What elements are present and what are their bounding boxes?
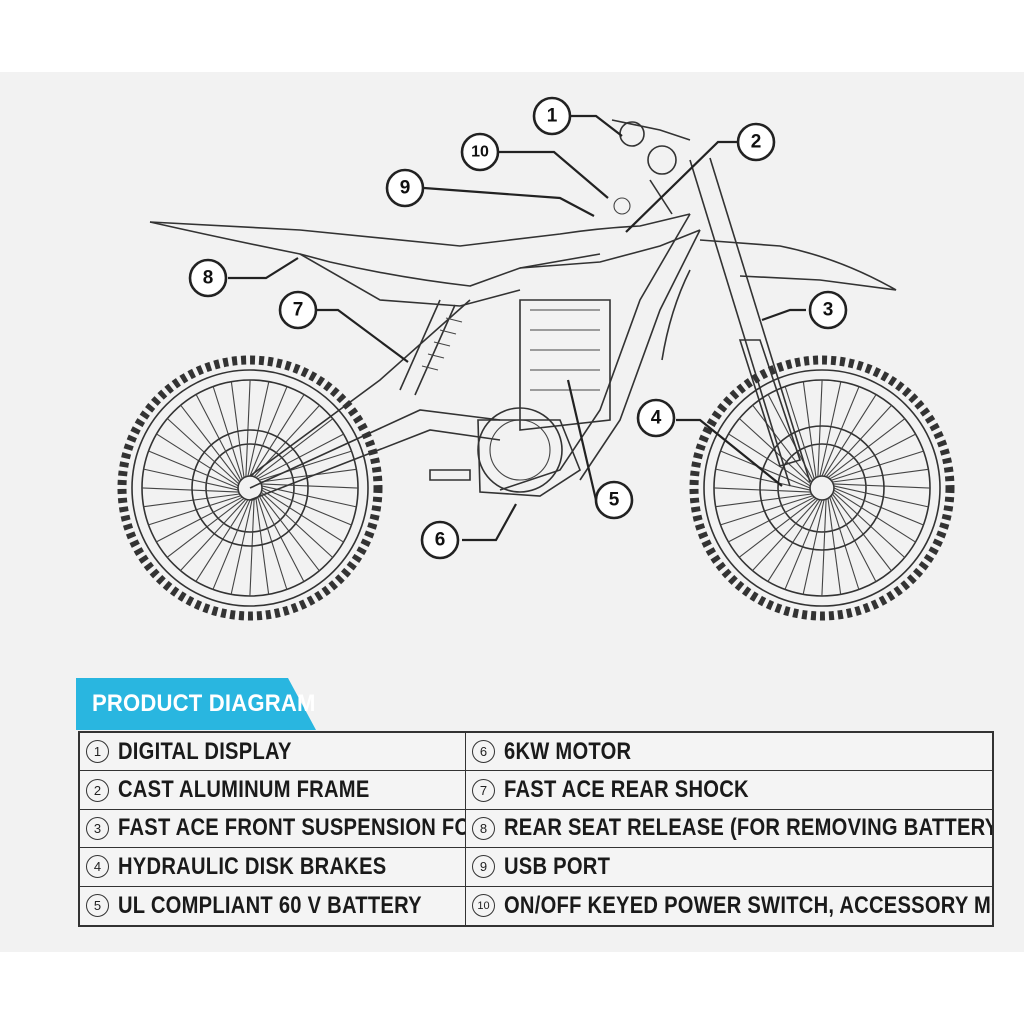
legend-label: UL COMPLIANT 60 V BATTERY <box>118 891 422 919</box>
callout-4: 4 <box>636 398 676 438</box>
callout-3: 3 <box>808 290 848 330</box>
legend-number: 4 <box>86 855 109 879</box>
legend-item-1: 1 DIGITAL DISPLAY <box>80 733 466 772</box>
svg-text:9: 9 <box>400 178 411 199</box>
section-title: PRODUCT DIAGRAM <box>92 690 316 717</box>
legend-item-2: 2 CAST ALUMINUM FRAME <box>80 771 466 810</box>
svg-text:4: 4 <box>651 408 662 429</box>
legend-label: CAST ALUMINUM FRAME <box>118 776 370 804</box>
svg-text:1: 1 <box>547 106 558 127</box>
legend-label: ON/OFF KEYED POWER SWITCH, ACCESSORY MOD… <box>504 891 992 919</box>
legend-number: 8 <box>472 816 495 840</box>
svg-text:3: 3 <box>823 300 834 321</box>
legend-item-9: 9 USB PORT <box>466 848 992 887</box>
legend-number: 2 <box>86 778 109 802</box>
callout-9: 9 <box>385 168 425 208</box>
callout-7: 7 <box>278 290 318 330</box>
legend-item-7: 7 FAST ACE REAR SHOCK <box>466 771 992 810</box>
motorcycle-line-drawing: 1 2 3 4 5 6 7 8 9 10 <box>117 96 955 621</box>
legend-label: REAR SEAT RELEASE (FOR REMOVING BATTERY) <box>504 814 992 842</box>
callout-2: 2 <box>736 122 776 162</box>
legend-label: FAST ACE REAR SHOCK <box>504 776 749 804</box>
svg-text:7: 7 <box>293 300 304 321</box>
legend-item-3: 3 FAST ACE FRONT SUSPENSION FORK <box>80 809 466 849</box>
legend-label: USB PORT <box>504 852 611 880</box>
callout-6: 6 <box>420 520 460 560</box>
legend-item-4: 4 HYDRAULIC DISK BRAKES <box>80 848 466 887</box>
svg-text:5: 5 <box>609 490 620 511</box>
legend-number: 3 <box>86 816 109 840</box>
callout-8: 8 <box>188 258 228 298</box>
leader-lines <box>228 114 806 542</box>
legend-number: 7 <box>472 778 495 802</box>
legend-number: 5 <box>86 894 109 918</box>
legend-label: 6KW MOTOR <box>504 737 632 765</box>
frame-outline <box>149 119 897 551</box>
legend-item-8: 8 REAR SEAT RELEASE (FOR REMOVING BATTERY… <box>466 810 992 849</box>
callout-5: 5 <box>594 480 634 520</box>
legend-table: 1 DIGITAL DISPLAY 6 6KW MOTOR 2 CAST ALUMIN… <box>78 731 994 927</box>
rear-wheel <box>117 355 383 621</box>
callout-10: 10 <box>460 132 500 172</box>
legend-item-6: 6 6KW MOTOR <box>466 733 992 772</box>
svg-text:2: 2 <box>751 132 762 153</box>
legend-item-5: 5 UL COMPLIANT 60 V BATTERY <box>80 886 466 925</box>
callout-1: 1 <box>532 96 572 136</box>
svg-text:10: 10 <box>471 144 489 161</box>
svg-text:6: 6 <box>435 530 446 551</box>
legend-label: HYDRAULIC DISK BRAKES <box>118 852 387 880</box>
legend-label: FAST ACE FRONT SUSPENSION FORK <box>118 814 466 842</box>
svg-text:8: 8 <box>203 268 214 289</box>
legend-number: 1 <box>86 740 109 764</box>
legend-label: DIGITAL DISPLAY <box>118 737 292 765</box>
legend-number: 6 <box>472 740 495 764</box>
front-wheel <box>689 355 955 621</box>
legend-number: 9 <box>472 855 495 879</box>
legend-item-10: 10 ON/OFF KEYED POWER SWITCH, ACCESSORY M… <box>466 887 992 925</box>
banner-shape <box>76 678 316 730</box>
legend-number: 10 <box>472 894 495 918</box>
